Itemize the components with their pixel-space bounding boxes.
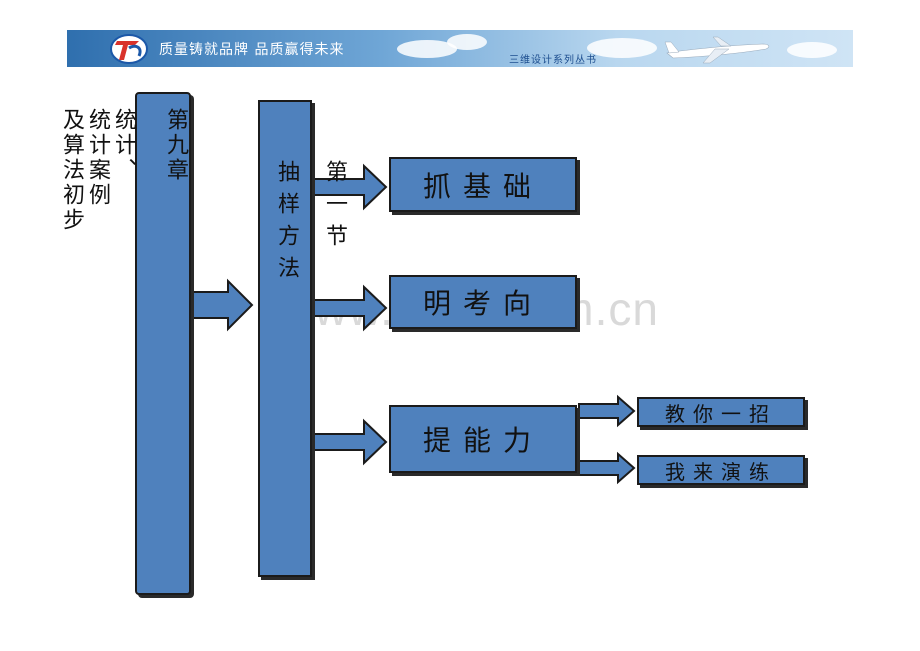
branch-label: 提能力	[422, 424, 543, 457]
sub-box-practice[interactable]: 我来演练	[637, 455, 805, 485]
sub-branch-label: 我来演练	[665, 459, 777, 484]
arrow-to-branch-3	[313, 418, 388, 466]
section-box[interactable]: 第一节 抽样方法	[258, 100, 347, 577]
cloud-decoration	[587, 38, 657, 58]
branch-label: 明考向	[422, 287, 543, 320]
arrow-to-sub-2	[578, 451, 636, 485]
sub-branch-label: 教你一招	[665, 401, 777, 426]
publisher-logo-icon	[110, 34, 148, 64]
header-banner: 质量铸就品牌 品质赢得未来 三维设计系列丛书	[67, 30, 853, 67]
chapter-box[interactable]: 第九章 统计、 统计案例 及算法初步	[59, 92, 191, 595]
cloud-decoration	[787, 42, 837, 58]
cloud-decoration	[397, 40, 457, 58]
chapter-label: 第九章 统计、 统计案例 及算法初步	[59, 108, 188, 233]
branch-box-basics[interactable]: 抓基础	[389, 157, 577, 212]
arrow-to-sub-1	[578, 394, 636, 428]
branch-box-exam-trends[interactable]: 明考向	[389, 275, 577, 329]
branch-box-ability[interactable]: 提能力	[389, 405, 577, 473]
banner-series-title: 三维设计系列丛书	[509, 55, 597, 66]
arrow-chapter-to-section	[192, 278, 254, 332]
banner-slogan: 质量铸就品牌 品质赢得未来	[159, 42, 345, 58]
cloud-decoration	[447, 34, 487, 50]
sub-box-tips[interactable]: 教你一招	[637, 397, 805, 427]
airplane-icon	[664, 36, 770, 64]
branch-label: 抓基础	[422, 169, 543, 203]
section-label: 第一节 抽样方法	[274, 160, 347, 288]
